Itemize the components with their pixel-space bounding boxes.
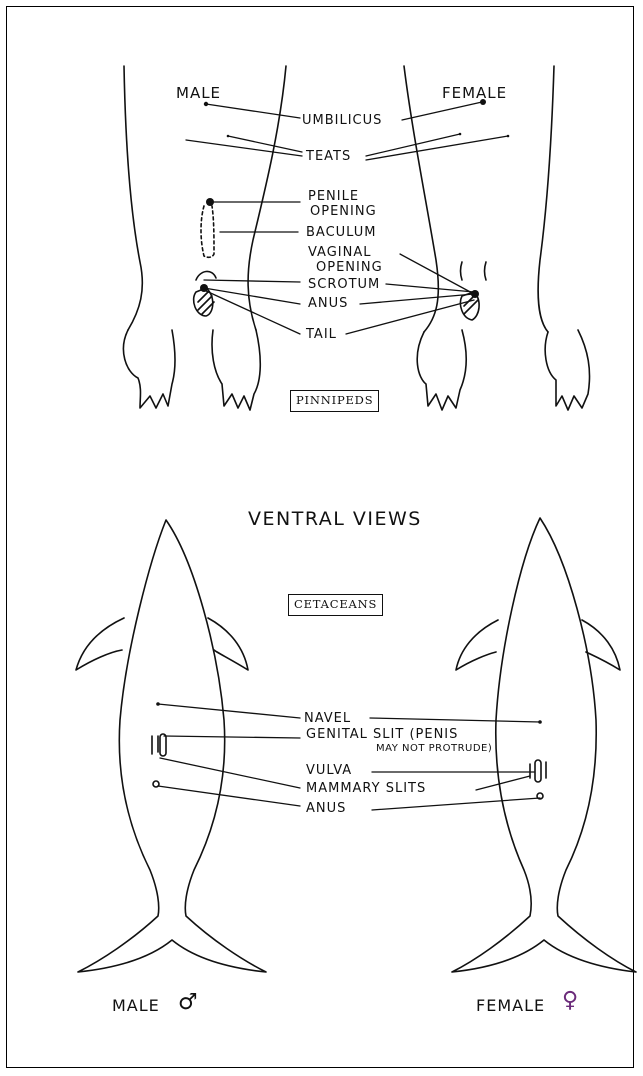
- female-pinniped-outline: [404, 66, 590, 410]
- navel-label: NAVEL: [304, 712, 351, 725]
- anus-label-pinniped: ANUS: [308, 297, 348, 310]
- ventral-views-title: VENTRAL VIEWS: [248, 510, 422, 529]
- vaginal-opening-label-1: VAGINAL: [308, 246, 372, 259]
- vulva-label: VULVA: [306, 764, 352, 777]
- male-cetacean-outline: [76, 520, 266, 972]
- teats-label: TEATS: [306, 150, 351, 163]
- male-symbol-icon: ♂: [178, 990, 198, 1015]
- female-symbol-icon: ♀: [562, 988, 578, 1013]
- vaginal-opening-label-2: OPENING: [316, 261, 383, 274]
- baculum-label: BACULUM: [306, 226, 377, 239]
- pinnipeds-box-label: PINNIPEDS: [290, 390, 379, 412]
- mammary-slits-label: MAMMARY SLITS: [306, 782, 426, 795]
- umbilicus-label: UMBILICUS: [302, 114, 382, 127]
- genital-slit-note: MAY NOT PROTRUDE): [376, 744, 492, 754]
- penile-opening-label-2: OPENING: [310, 205, 377, 218]
- male-pinniped-outline: [123, 66, 286, 410]
- cetaceans-box-label: CETACEANS: [288, 594, 383, 616]
- anus-label-cetacean: ANUS: [306, 802, 346, 815]
- tail-label: TAIL: [306, 328, 337, 341]
- penile-opening-label-1: PENILE: [308, 190, 359, 203]
- genital-slit-label: GENITAL SLIT (PENIS: [306, 728, 458, 741]
- pinniped-male-label: MALE: [176, 86, 221, 101]
- scrotum-label: SCROTUM: [308, 278, 380, 291]
- cetacean-male-label: MALE: [112, 998, 160, 1014]
- cetacean-female-label: FEMALE: [476, 998, 545, 1014]
- pinniped-female-label: FEMALE: [442, 86, 507, 101]
